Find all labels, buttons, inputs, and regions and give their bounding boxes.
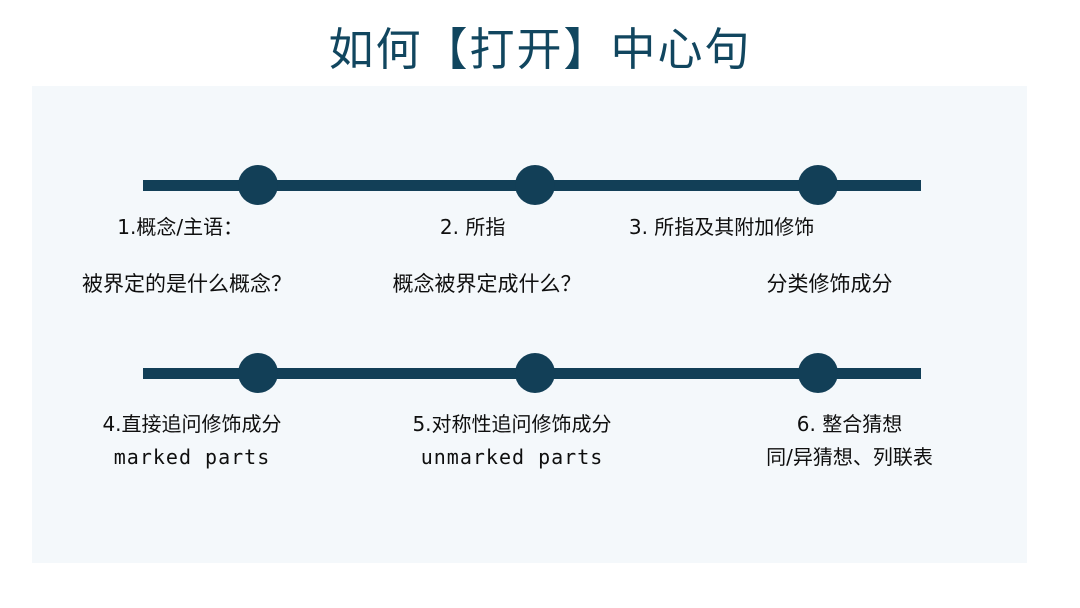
step-4-heading: 4.直接追问修饰成分 <box>102 412 282 436</box>
step-2-description: 概念被界定成什么？ <box>392 272 582 296</box>
timeline-dot-3[interactable] <box>798 165 838 205</box>
page-title: 如何【打开】中心句 <box>328 24 752 75</box>
timeline-dot-1[interactable] <box>238 165 278 205</box>
row-2-descriptions: marked parts unmarked parts 同/异猜想、列联表 <box>32 442 1027 472</box>
timeline-dot-4[interactable] <box>238 353 278 393</box>
step-5-description: unmarked parts <box>420 445 604 469</box>
step-4-description: marked parts <box>113 445 271 469</box>
row-1-headings: 1.概念/主语： 2. 所指 3. 所指及其附加修饰 <box>32 212 1027 242</box>
step-3-description: 分类修饰成分 <box>766 272 893 296</box>
step-1-heading: 1.概念/主语： <box>117 215 244 239</box>
timeline-row-1 <box>32 160 1027 212</box>
step-5-heading: 5.对称性追问修饰成分 <box>412 412 612 436</box>
timeline-dot-6[interactable] <box>798 353 838 393</box>
diagram-panel: 1.概念/主语： 2. 所指 3. 所指及其附加修饰 被界定的是什么概念？ 概念… <box>32 86 1027 563</box>
step-1-description: 被界定的是什么概念？ <box>82 272 292 296</box>
timeline-dot-2[interactable] <box>515 165 555 205</box>
row-2-headings: 4.直接追问修饰成分 5.对称性追问修饰成分 6. 整合猜想 <box>32 409 1027 439</box>
step-3-heading: 3. 所指及其附加修饰 <box>628 215 815 239</box>
timeline-row-2 <box>32 348 1027 400</box>
row-1-descriptions: 被界定的是什么概念？ 概念被界定成什么？ 分类修饰成分 <box>32 268 1027 300</box>
timeline-dot-5[interactable] <box>515 353 555 393</box>
step-2-heading: 2. 所指 <box>439 215 506 239</box>
step-6-description: 同/异猜想、列联表 <box>766 445 933 469</box>
step-6-heading: 6. 整合猜想 <box>796 412 903 436</box>
